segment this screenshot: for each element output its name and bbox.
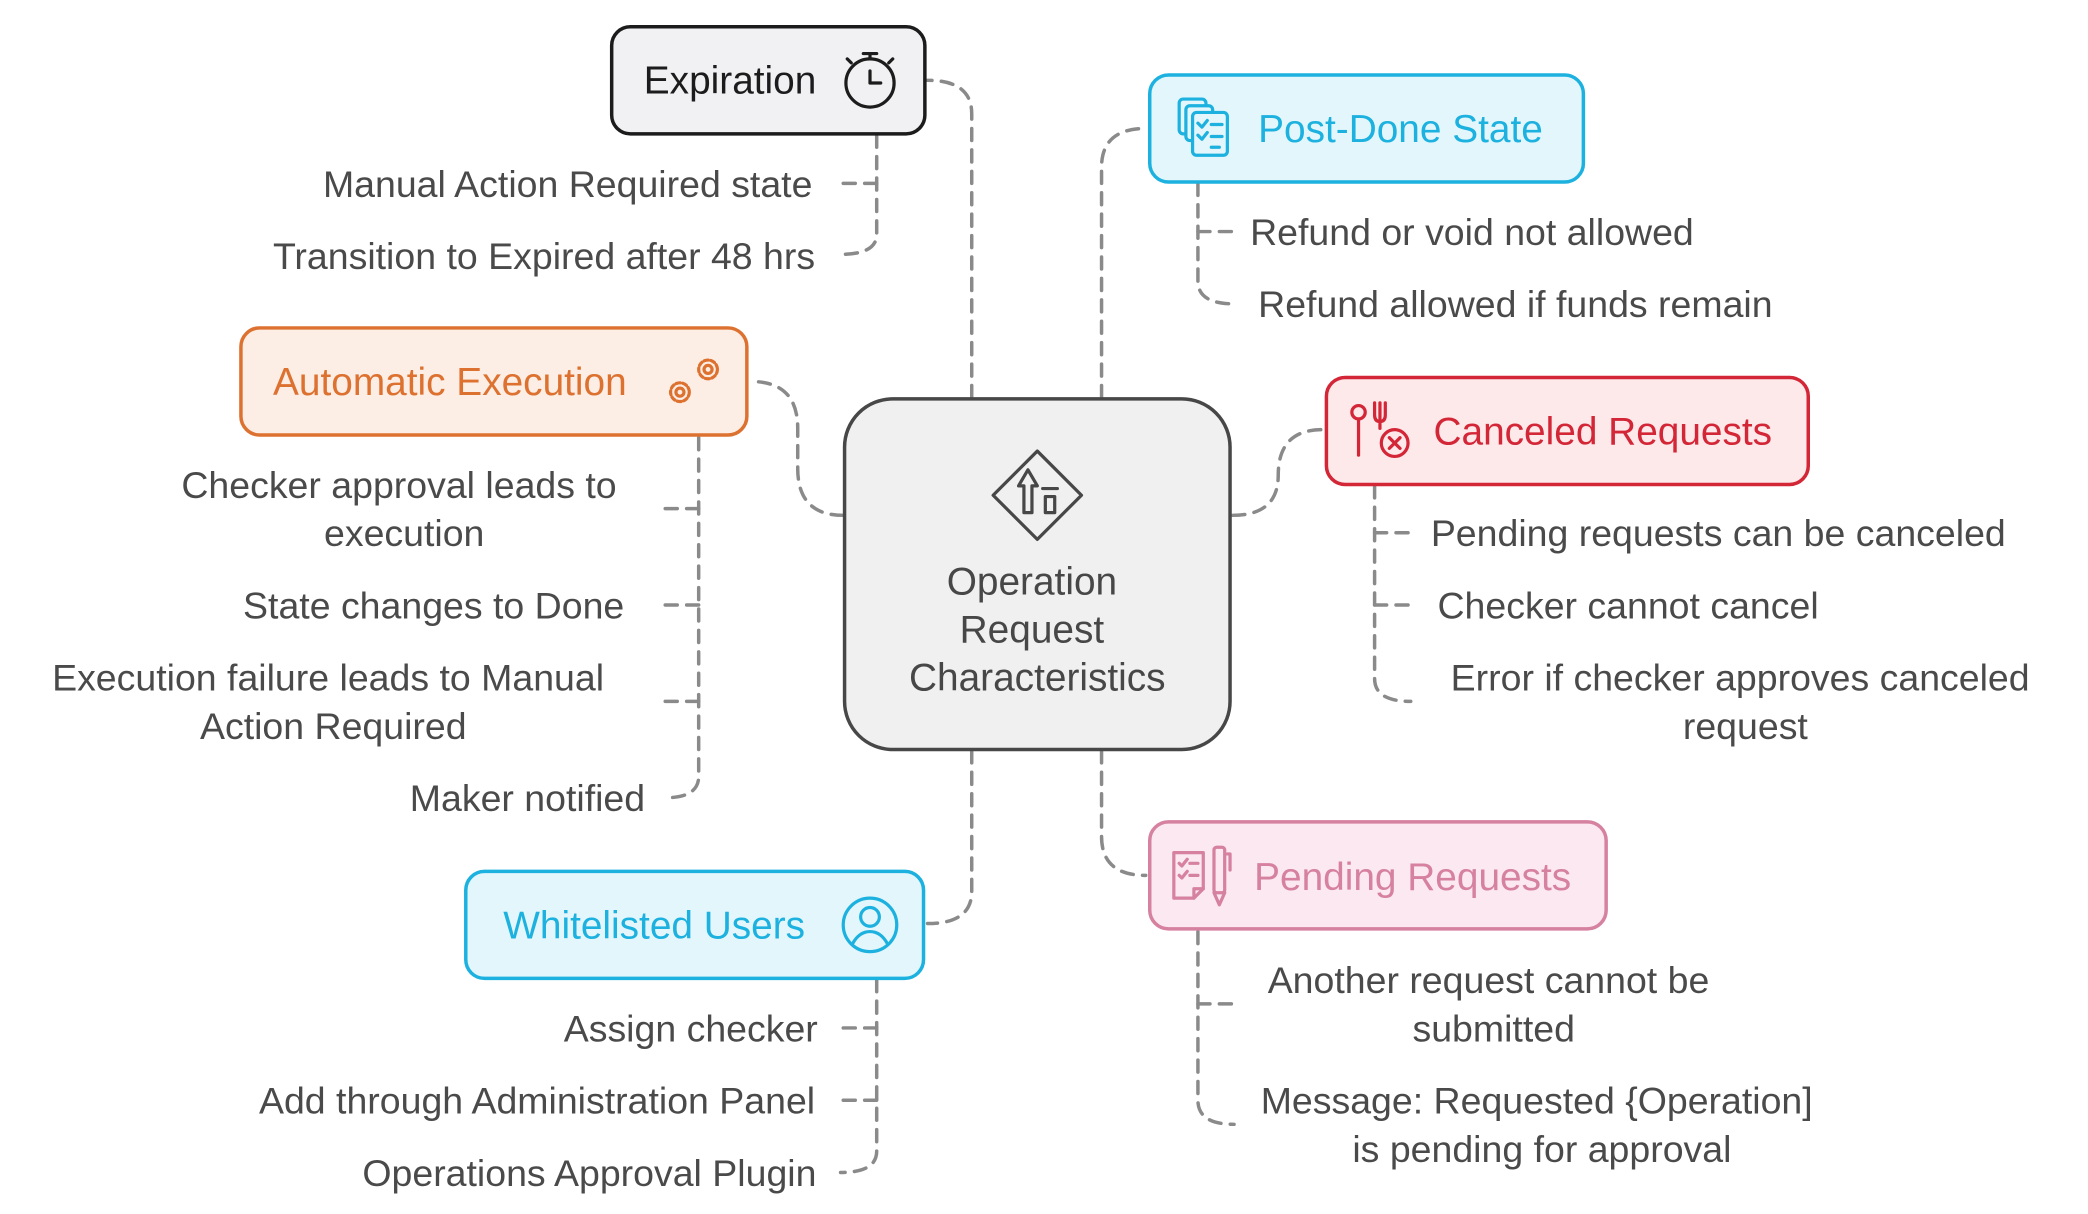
connector-center-automatic-execution — [749, 379, 845, 518]
expiration-label: Expiration — [644, 60, 817, 103]
canceled-requests-box — [1324, 375, 1811, 487]
node-whitelisted-users[interactable]: Whitelisted Users — [464, 869, 926, 981]
automatic-execution-label: Automatic Execution — [273, 361, 627, 404]
user-circle-icon — [841, 896, 899, 954]
center-title-line-1: Operation — [947, 560, 1117, 603]
pending-requests-item-2-line-1: Message: Requested {Operation] — [1261, 1080, 1813, 1122]
automatic-execution-item: Checker approval leads to execution — [181, 464, 627, 554]
node-canceled-requests[interactable]: Canceled Requests — [1324, 375, 1811, 487]
connector-post-done-items — [1196, 181, 1236, 306]
connector-canceled-items — [1372, 484, 1413, 704]
connector-center-pending — [1099, 749, 1148, 878]
gears-icon — [668, 358, 720, 404]
automatic-execution-item-1-line-1: Checker approval leads to — [181, 464, 616, 506]
automatic-execution-item-1-line-2: execution — [324, 512, 484, 554]
center-title-line-3: Characteristics — [909, 657, 1166, 700]
svg-text:Operation Request: Operation Request Characteristics — [909, 560, 1166, 699]
pending-requests-item: Another request cannot be submitted — [1268, 959, 1720, 1049]
canceled-requests-item: Pending requests can be canceled — [1431, 512, 2006, 554]
node-post-done-state[interactable]: Post-Done State — [1147, 73, 1586, 184]
pending-requests-item-1-line-1: Another request cannot be — [1268, 959, 1710, 1001]
canceled-requests-item-3-line-1: Error if checker approves canceled — [1451, 657, 2030, 699]
automatic-execution-item: State changes to Done — [243, 584, 624, 626]
pending-requests-label: Pending Requests — [1254, 856, 1571, 899]
canceled-requests-item: Checker cannot cancel — [1438, 584, 1819, 626]
node-pending-requests[interactable]: Pending Requests — [1147, 820, 1608, 931]
automatic-execution-box — [239, 326, 749, 437]
post-done-label: Post-Done State — [1258, 108, 1543, 151]
fork-cancel-icon — [1350, 401, 1410, 459]
checklist-pen-icon — [1172, 845, 1232, 907]
canceled-requests-item-3-line-2: request — [1683, 705, 1809, 747]
post-done-box — [1147, 73, 1586, 184]
connector-center-post-done — [1099, 126, 1148, 400]
connector-pending-items — [1196, 929, 1236, 1127]
canceled-requests-label: Canceled Requests — [1433, 410, 1772, 453]
post-done-item: Refund or void not allowed — [1250, 211, 1694, 253]
whitelisted-users-item: Assign checker — [564, 1007, 818, 1049]
pending-requests-item: Message: Requested {Operation] is pendin… — [1261, 1080, 1823, 1170]
connector-center-expiration — [925, 78, 974, 400]
connector-expiration-items — [838, 133, 879, 257]
node-expiration[interactable]: Expiration — [609, 25, 927, 136]
connector-center-whitelisted — [925, 749, 974, 926]
pending-requests-box — [1147, 820, 1608, 931]
whitelisted-users-box — [464, 869, 926, 981]
checklist-stack-icon — [1177, 97, 1229, 157]
connectors — [663, 78, 1413, 1175]
expiration-item: Manual Action Required state — [323, 163, 812, 205]
pending-requests-item-1-line-2: submitted — [1412, 1007, 1574, 1049]
center-node-box — [842, 397, 1232, 752]
stopwatch-icon — [844, 51, 896, 109]
automatic-execution-item: Maker notified — [410, 777, 645, 819]
center-title-line-2: Request — [960, 608, 1105, 651]
connector-automatic-execution-items — [663, 435, 701, 800]
whitelisted-users-item: Operations Approval Plugin — [362, 1152, 816, 1194]
expiration-item: Transition to Expired after 48 hrs — [273, 235, 815, 277]
post-done-item: Refund allowed if funds remain — [1258, 283, 1772, 325]
automatic-execution-item: Execution failure leads to Manual Action… — [52, 657, 614, 747]
automatic-execution-item-3-line-1: Execution failure leads to Manual — [52, 657, 604, 699]
diamond-upload-sign-icon — [991, 449, 1084, 542]
canceled-requests-item: Error if checker approves canceled reque… — [1451, 657, 2040, 747]
whitelisted-users-label: Whitelisted Users — [503, 904, 805, 947]
pending-requests-item-2-line-2: is pending for approval — [1352, 1128, 1731, 1170]
connector-whitelisted-items — [838, 978, 879, 1175]
expiration-box — [609, 25, 927, 136]
center-node[interactable]: Operation Request Characteristics — [842, 397, 1232, 752]
node-automatic-execution[interactable]: Automatic Execution — [239, 326, 749, 437]
whitelisted-users-item: Add through Administration Panel — [259, 1080, 815, 1122]
connector-center-canceled — [1230, 427, 1325, 518]
automatic-execution-item-3-line-2: Action Required — [200, 705, 467, 747]
